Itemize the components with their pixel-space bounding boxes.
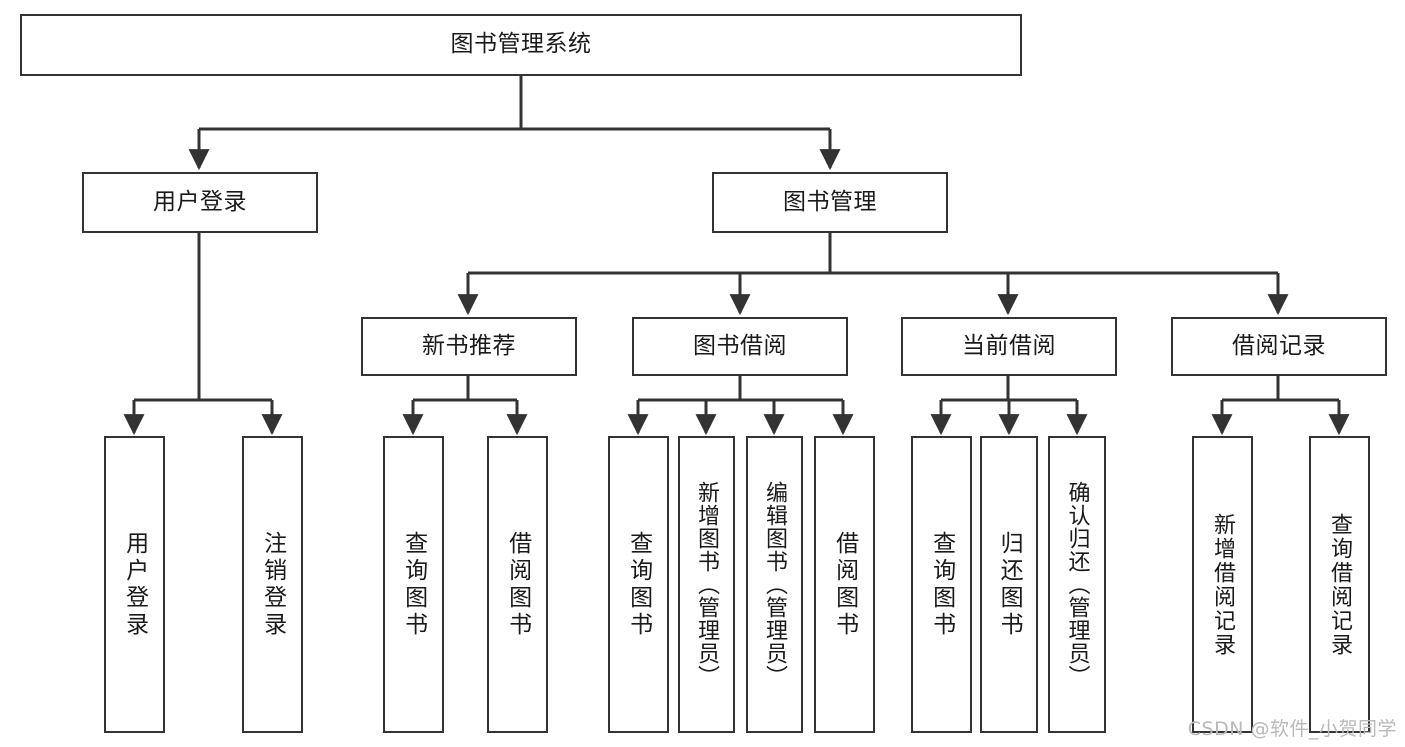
node-root-label: 图书管理系统 xyxy=(450,31,592,58)
node-new-book-recommend[interactable]: 新书推荐 xyxy=(361,317,577,376)
node-current-borrow-label: 当前借阅 xyxy=(962,332,1056,359)
node-leaf-user-login[interactable]: 用户登录 xyxy=(104,436,165,733)
node-leaf-query-book-3[interactable]: 查询图书 xyxy=(911,436,972,733)
node-leaf-query-book-2[interactable]: 查询图书 xyxy=(608,436,669,733)
node-leaf-edit-book[interactable]: 编辑图书（管理员） xyxy=(746,436,803,733)
node-leaf-query-book-1-label: 查询图书 xyxy=(400,530,427,639)
node-leaf-query-record[interactable]: 查询借阅记录 xyxy=(1309,436,1370,733)
node-leaf-borrow-book-1[interactable]: 借阅图书 xyxy=(487,436,548,733)
node-leaf-add-book-label: 新增图书（管理员） xyxy=(694,481,720,688)
node-user-login[interactable]: 用户登录 xyxy=(82,172,318,233)
node-book-management[interactable]: 图书管理 xyxy=(712,172,948,233)
node-book-management-label: 图书管理 xyxy=(783,188,877,215)
node-current-borrow[interactable]: 当前借阅 xyxy=(901,317,1117,376)
node-leaf-query-record-label: 查询借阅记录 xyxy=(1327,512,1353,657)
csdn-watermark: CSDN @软件_小贺同学 xyxy=(1187,718,1397,740)
node-leaf-query-book-2-label: 查询图书 xyxy=(625,530,652,639)
node-leaf-add-record-label: 新增借阅记录 xyxy=(1210,512,1236,657)
node-book-borrow-label: 图书借阅 xyxy=(693,332,787,359)
node-user-login-label: 用户登录 xyxy=(153,188,247,215)
node-leaf-confirm-return[interactable]: 确认归还（管理员） xyxy=(1048,436,1106,733)
node-leaf-query-book-3-label: 查询图书 xyxy=(928,530,955,639)
node-leaf-confirm-return-label: 确认归还（管理员） xyxy=(1064,481,1090,688)
node-leaf-query-book-1[interactable]: 查询图书 xyxy=(383,436,444,733)
node-root[interactable]: 图书管理系统 xyxy=(20,14,1022,76)
node-leaf-user-login-label: 用户登录 xyxy=(121,530,148,639)
node-leaf-borrow-book-2-label: 借阅图书 xyxy=(831,530,858,639)
node-leaf-return-book-label: 归还图书 xyxy=(996,530,1023,639)
node-book-borrow[interactable]: 图书借阅 xyxy=(632,317,848,376)
node-leaf-borrow-book-2[interactable]: 借阅图书 xyxy=(814,436,875,733)
node-leaf-return-book[interactable]: 归还图书 xyxy=(980,436,1038,733)
node-new-book-recommend-label: 新书推荐 xyxy=(422,332,516,359)
node-borrow-record[interactable]: 借阅记录 xyxy=(1171,317,1387,376)
node-leaf-logout-login-label: 注销登录 xyxy=(259,530,286,639)
node-leaf-add-book[interactable]: 新增图书（管理员） xyxy=(678,436,735,733)
node-leaf-borrow-book-1-label: 借阅图书 xyxy=(504,530,531,639)
node-borrow-record-label: 借阅记录 xyxy=(1232,332,1326,359)
node-leaf-logout-login[interactable]: 注销登录 xyxy=(242,436,303,733)
node-leaf-add-record[interactable]: 新增借阅记录 xyxy=(1192,436,1253,733)
node-leaf-edit-book-label: 编辑图书（管理员） xyxy=(762,481,788,688)
